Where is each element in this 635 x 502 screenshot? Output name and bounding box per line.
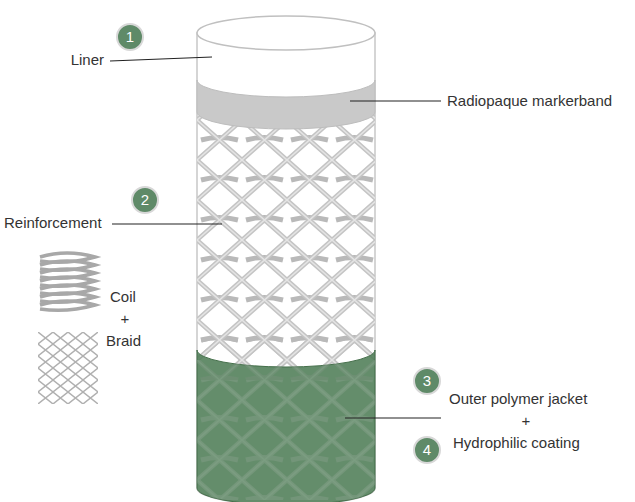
callout-number: 3 — [423, 372, 431, 390]
jacket-braid-shadow — [197, 360, 375, 500]
part-label: + — [121, 310, 130, 328]
marker-band — [197, 80, 375, 129]
leader-line — [110, 57, 212, 61]
leader-line — [350, 100, 441, 101]
callout-number: 2 — [141, 191, 149, 209]
part-label: Reinforcement — [4, 214, 102, 232]
part-label: Radiopaque markerband — [447, 92, 612, 110]
callout-circles — [117, 24, 440, 463]
callout-circle — [414, 368, 440, 394]
polymer-jacket — [197, 350, 375, 502]
leader-line — [112, 223, 222, 224]
callout-circle — [132, 187, 158, 213]
braid-reinforcement — [197, 100, 375, 370]
callout-circle — [117, 24, 143, 50]
catheter-body — [197, 33, 375, 502]
part-label: Coil — [110, 288, 136, 306]
part-label: + — [522, 412, 531, 430]
part-label: Hydrophilic coating — [453, 434, 580, 452]
leader-lines — [110, 57, 441, 418]
braid-icon — [38, 332, 98, 404]
part-label: Outer polymer jacket — [449, 390, 587, 408]
callout-circle — [414, 437, 440, 463]
liner-opening — [197, 16, 375, 50]
part-label: Liner — [71, 51, 104, 69]
part-label: Braid — [106, 332, 141, 350]
callout-number: 4 — [423, 441, 431, 459]
coil-icon — [40, 253, 95, 310]
callout-number: 1 — [126, 28, 134, 46]
leader-line — [345, 417, 441, 418]
